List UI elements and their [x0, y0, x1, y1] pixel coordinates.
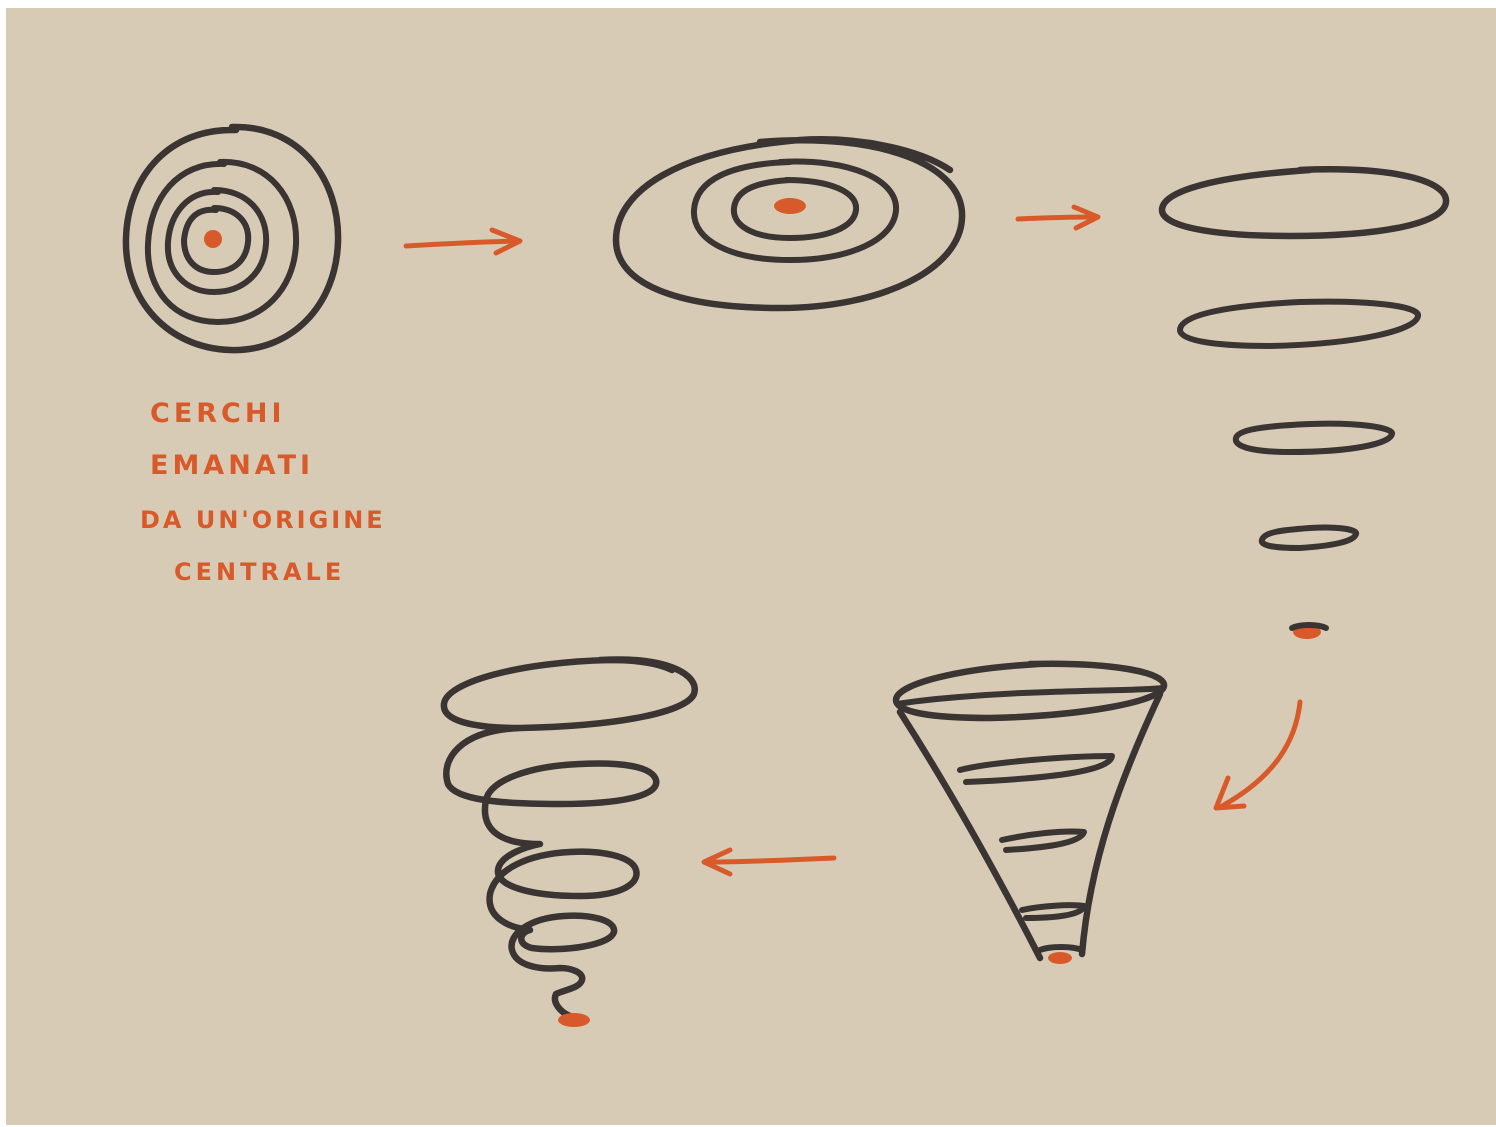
spiral-origin-dot [558, 1013, 590, 1027]
disk-2 [1180, 302, 1418, 346]
caption-line-2: EMANATI [150, 452, 314, 479]
arrow-curved-down [1216, 702, 1300, 808]
spiral-line [444, 659, 695, 1016]
stacked-disks [1162, 169, 1446, 639]
disk-4 [1262, 527, 1356, 548]
arrow-right-1 [406, 230, 520, 253]
funnel-right-side [1082, 694, 1160, 954]
caption-line-4: CENTRALE [174, 560, 345, 584]
ellipse-origin-dot [774, 198, 806, 214]
disk-1 [1162, 169, 1446, 236]
funnel-band-1 [960, 756, 1112, 782]
spiral-vortex [444, 659, 695, 1027]
funnel-origin-dot [1048, 952, 1072, 964]
flattened-ellipses [616, 139, 962, 308]
funnel-band-2 [1002, 831, 1084, 850]
arrow-left [704, 850, 834, 874]
arrow-right-2 [1018, 207, 1098, 228]
concentric-circles [126, 127, 338, 350]
funnel-cone [896, 664, 1164, 964]
caption-line-3: DA UN'ORIGINE [140, 508, 386, 532]
caption-line-1: CERCHI [150, 400, 286, 427]
funnel-band-3 [1022, 905, 1084, 918]
disk-3 [1236, 424, 1392, 452]
circle-origin-dot [204, 230, 222, 248]
